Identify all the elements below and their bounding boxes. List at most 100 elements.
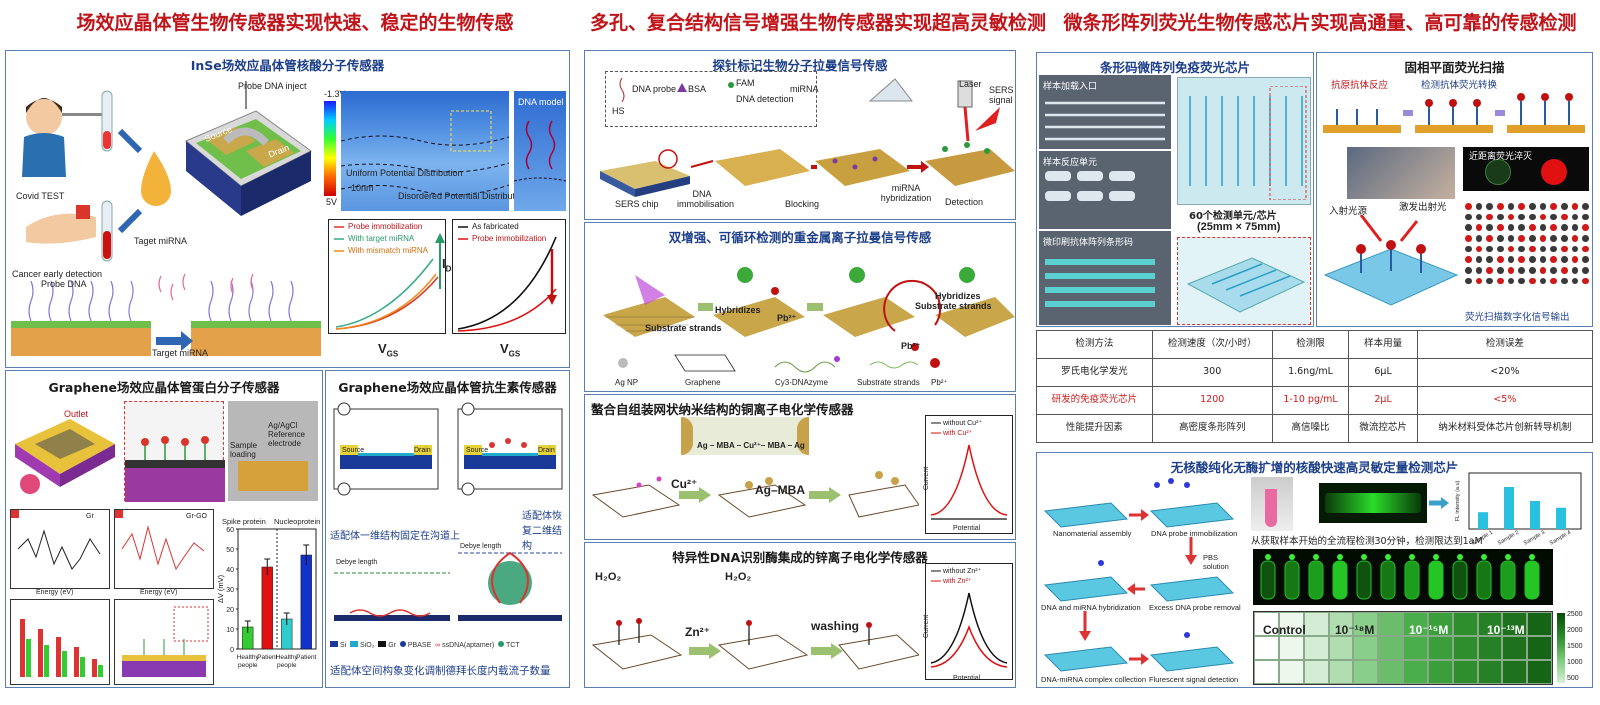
bar <box>261 566 273 650</box>
fluorescent-dot <box>1518 245 1526 253</box>
sample-photo <box>228 401 318 501</box>
h2o2-label: H₂O₂ <box>595 571 622 583</box>
fluorescent-dot <box>1582 203 1590 210</box>
fluorescent-dot <box>1561 224 1568 232</box>
heat-cell <box>1254 660 1279 684</box>
fluorescent-dot <box>1518 267 1526 274</box>
formula-box: Ag – MBA – Cu²⁺– MBA – Ag <box>681 417 809 455</box>
fluorescent-channel <box>1284 560 1300 600</box>
panel-sers: 探针标记生物分子拉曼信号传感 DNA probe BSA FAM DNA det… <box>584 50 1016 220</box>
chip-3d-inset <box>1177 237 1311 325</box>
fluorescent-dot <box>1582 245 1590 253</box>
heat-cell <box>1502 660 1528 684</box>
fluorescent-dot <box>1582 256 1590 264</box>
heat-cell <box>1328 612 1354 636</box>
panel-title: InSe场效应晶体管核酸分子传感器 <box>190 58 385 73</box>
grgo-label: Gr-GO <box>186 513 207 520</box>
pb-label-2: Pb²⁺ <box>901 341 921 351</box>
fluorescent-dot <box>1497 235 1504 242</box>
current-label-zn: Current <box>923 614 931 639</box>
label-1d: 适配体一维结构固定在沟道上 <box>330 531 460 542</box>
fluorescent-dot <box>1529 203 1536 210</box>
fluorescent-dot <box>1529 256 1536 264</box>
fluorescent-dot <box>1529 267 1536 274</box>
heat-colorbar <box>1557 613 1565 683</box>
dos-plot-grgo <box>114 509 214 589</box>
channel-inlet <box>1505 554 1511 560</box>
channel-inlet <box>1265 554 1271 560</box>
fluorescent-dot <box>1475 245 1483 253</box>
fluorescent-channel <box>1524 560 1540 600</box>
heat-cell <box>1477 660 1503 684</box>
fluorescent-dot <box>1518 256 1526 264</box>
legend-without-cu: without Cu²⁺ <box>943 420 983 427</box>
fluorescent-dot <box>1571 235 1579 242</box>
ids-axis: IDS <box>442 256 457 274</box>
fluorescent-dot <box>1465 277 1472 285</box>
small-bar-plot <box>10 599 110 685</box>
heat-cell <box>1353 612 1379 636</box>
fl-ylabel: FL intensity (a.u) <box>1455 480 1461 521</box>
emit-label: 激发出射光 <box>1399 202 1447 213</box>
fluorescent-dot <box>1486 277 1494 285</box>
fluorescent-dot <box>1582 224 1590 232</box>
legend-b-1: As fabricated <box>472 222 519 231</box>
fluorescent-dot <box>1582 267 1590 274</box>
reference-electrode-label: Ag/AgCl Reference electrode <box>268 421 305 448</box>
fluorescent-dot <box>1571 213 1579 221</box>
bar <box>300 554 312 650</box>
table-cell: 1-10 pg/mL <box>1271 386 1350 415</box>
spike-label: Spike protein <box>222 517 266 526</box>
fluorescent-dot <box>1561 235 1568 242</box>
fluorescent-dot <box>1507 256 1515 264</box>
fluorescent-dot <box>1507 235 1515 242</box>
heat-label-15: 10⁻¹⁵M <box>1409 623 1449 637</box>
fluorescent-dot <box>1571 256 1579 264</box>
fluorescent-dot <box>1550 203 1558 210</box>
panel-nucleic-acid: 无核酸纯化无酶扩增的核酸快速高灵敏定量检测芯片 Nanomaterial ass… <box>1036 452 1593 688</box>
ag-mba-label: Ag–MBA <box>755 483 805 497</box>
fluorescent-dot <box>1539 267 1547 274</box>
comparison-table: 检测方法 检测速度（次/小时） 检测限 样本用量 检测误差 罗氏电化学发光 30… <box>1036 330 1594 443</box>
channel-inlet <box>1481 554 1487 560</box>
fluorescent-dot <box>1518 224 1526 232</box>
fluorescent-dot-grid <box>1465 203 1590 285</box>
sample-tubes <box>101 90 171 262</box>
fluorescent-dot <box>1465 267 1472 274</box>
graphene-inset <box>124 401 225 502</box>
green-chip-photo <box>1319 483 1427 523</box>
heat-cell <box>1477 636 1503 660</box>
heat-cell <box>1378 636 1403 660</box>
workflow-caption: 从获取样本开始的全流程检测30分钟，检测限达到1aM <box>1251 536 1483 547</box>
legend-with-cu: with Cu²⁺ <box>943 430 973 437</box>
panel-title: 固相平面荧光扫描 <box>1404 60 1505 75</box>
fl-bar <box>1530 501 1540 529</box>
fluorescent-dot <box>1475 235 1483 242</box>
scanning-device <box>1323 215 1459 306</box>
fluorescent-dot <box>1518 213 1526 221</box>
category-label: Patient <box>296 654 316 661</box>
heat-label-18: 10⁻¹⁸M <box>1335 623 1375 637</box>
sers-signal-label: SERS signal <box>989 85 1014 105</box>
fluorescent-dot <box>1561 245 1568 253</box>
heat-cell <box>1303 636 1329 660</box>
category-label: Patient <box>257 654 277 661</box>
fluorescent-dot <box>1507 245 1515 253</box>
step-assembly: Nanomaterial assembly <box>1053 529 1132 538</box>
heat-cell <box>1254 612 1279 636</box>
fluorescent-dot <box>1539 256 1547 264</box>
y-tick-label: 10 <box>226 627 234 634</box>
fl-bar <box>1556 507 1566 529</box>
fluorescent-dot <box>1550 235 1558 242</box>
step-hybridization: DNA and miRNA hybridization <box>1041 603 1141 612</box>
raman-cycle <box>603 267 1015 351</box>
hybridizes-label-2: Hybridizes <box>935 291 981 301</box>
fl-bar <box>1478 512 1488 529</box>
dna-model-inset <box>514 91 566 211</box>
fluorescent-dot <box>1507 224 1515 232</box>
fluorescent-channel <box>1428 560 1444 600</box>
fluorescent-dot <box>1550 277 1558 285</box>
channel-inlet <box>1385 554 1391 560</box>
fluorescent-channel <box>1404 560 1420 600</box>
